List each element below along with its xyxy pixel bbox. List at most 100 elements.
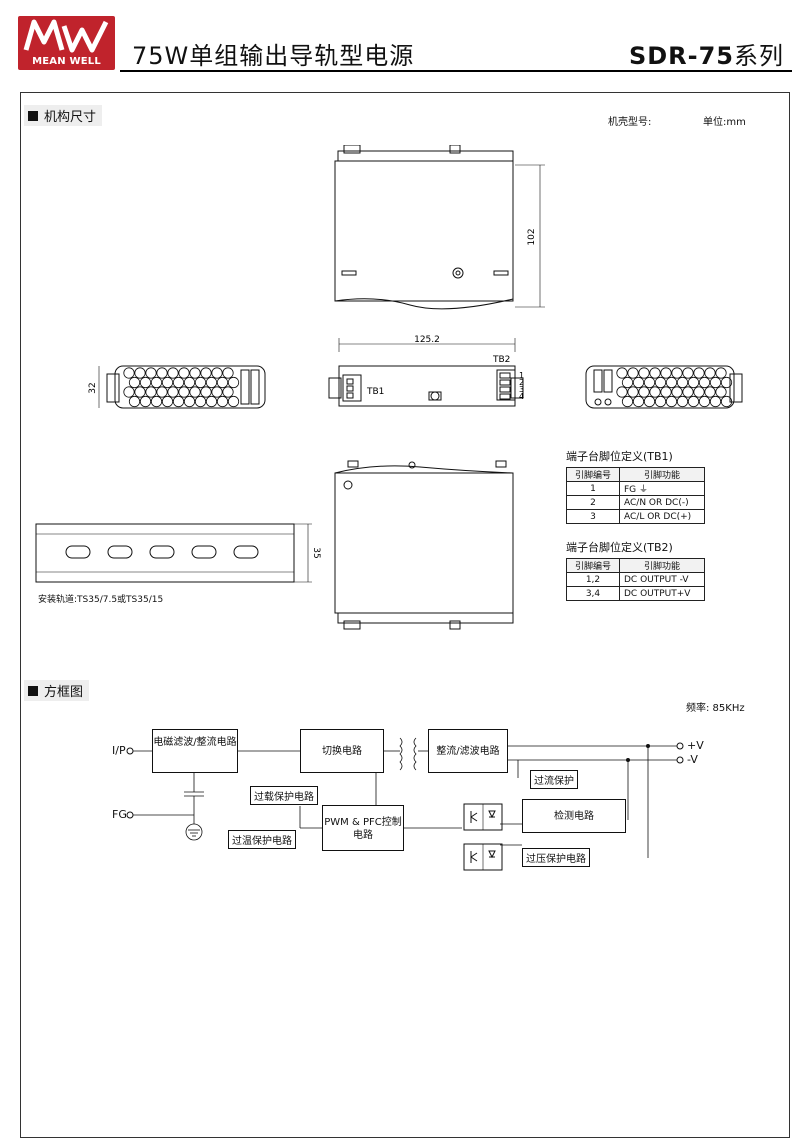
vent-hole bbox=[621, 376, 634, 389]
front-view-drawing: 125.2 TB1 TB2 1 2 3 4 bbox=[328, 335, 524, 407]
vent-hole bbox=[189, 367, 201, 379]
vent-hole bbox=[161, 395, 174, 408]
vent-hole bbox=[693, 386, 705, 398]
mw-logo-mark-icon bbox=[23, 19, 109, 53]
vent-hole bbox=[654, 376, 667, 389]
optocoupler-1-icon bbox=[463, 803, 503, 831]
case-label: 机壳型号: bbox=[608, 117, 652, 128]
vent-hole bbox=[222, 367, 234, 379]
vent-hole bbox=[649, 386, 661, 398]
vent-hole bbox=[676, 395, 689, 408]
vent-hole bbox=[709, 395, 722, 408]
content-frame bbox=[20, 92, 790, 1138]
vent-hole bbox=[698, 395, 711, 408]
vent-hole bbox=[178, 367, 190, 379]
vent-hole bbox=[621, 395, 634, 408]
ip-label: I/P bbox=[112, 744, 126, 757]
vent-hole bbox=[643, 376, 656, 389]
vent-hole bbox=[134, 386, 146, 398]
tb2-pin-4: 4 bbox=[519, 392, 524, 401]
left-end-view-drawing: 32 bbox=[88, 365, 266, 409]
header-rule bbox=[120, 70, 792, 72]
vent-hole bbox=[167, 386, 179, 398]
vent-hole bbox=[205, 376, 218, 389]
vent-hole bbox=[123, 367, 135, 379]
olp-block: 过载保护电路 bbox=[250, 786, 318, 805]
out-neg-label: -V bbox=[687, 753, 698, 766]
ocp-block: 过流保护 bbox=[530, 770, 578, 789]
vent-hole bbox=[671, 386, 683, 398]
vent-hole bbox=[150, 376, 163, 389]
vent-hole bbox=[709, 376, 722, 389]
vent-hole bbox=[632, 395, 645, 408]
dim-height: 102 bbox=[527, 228, 537, 245]
vent-hole bbox=[720, 376, 733, 389]
vent-hole bbox=[194, 376, 207, 389]
side-view-drawing: 102 bbox=[334, 145, 545, 310]
vent-hole bbox=[222, 386, 234, 398]
vent-hole bbox=[643, 395, 656, 408]
tb1-cell: 2 bbox=[566, 495, 620, 510]
vent-hole bbox=[665, 395, 678, 408]
block-section-title: 方框图 bbox=[24, 680, 90, 701]
square-bullet-icon bbox=[28, 685, 38, 696]
block-diagram-wires bbox=[126, 737, 684, 858]
vent-hole bbox=[216, 376, 229, 389]
vent-hole bbox=[715, 367, 727, 379]
vent-hole bbox=[128, 376, 141, 389]
vent-hole bbox=[638, 367, 650, 379]
vent-hole bbox=[172, 395, 185, 408]
vent-hole bbox=[156, 386, 168, 398]
vent-hole bbox=[627, 386, 639, 398]
vent-hole bbox=[665, 376, 678, 389]
tb1-cell: 1 bbox=[566, 481, 620, 496]
vent-hole bbox=[156, 367, 168, 379]
vent-hole bbox=[616, 386, 628, 398]
series-model: SDR-75 bbox=[628, 42, 734, 70]
vent-hole bbox=[227, 376, 240, 389]
mechanical-section-title: 机构尺寸 bbox=[24, 105, 103, 126]
vent-hole bbox=[139, 395, 152, 408]
dim-width: 125.2 bbox=[414, 335, 440, 345]
vent-hole bbox=[161, 376, 174, 389]
rectifier-block: 整流/滤波电路 bbox=[428, 729, 508, 773]
vent-hole bbox=[676, 376, 689, 389]
vent-hole bbox=[150, 395, 163, 408]
vent-hole bbox=[649, 367, 661, 379]
mechanical-title-text: 机构尺寸 bbox=[44, 110, 97, 125]
vent-hole bbox=[123, 386, 135, 398]
vent-hole bbox=[660, 386, 672, 398]
vent-hole bbox=[216, 395, 229, 408]
vent-hole bbox=[660, 367, 672, 379]
vent-hole bbox=[632, 376, 645, 389]
vent-hole bbox=[178, 386, 190, 398]
vent-hole bbox=[194, 395, 207, 408]
tb2-pin-1: 1 bbox=[519, 371, 524, 380]
vent-hole bbox=[616, 367, 628, 379]
tb1-header-pin: 引脚编号 bbox=[566, 467, 620, 482]
vent-hole bbox=[682, 367, 694, 379]
tb1-label: TB1 bbox=[366, 387, 384, 397]
rail-caption: 安装轨道:TS35/7.5或TS35/15 bbox=[38, 595, 164, 605]
logo-text: MEAN WELL bbox=[32, 56, 101, 67]
tb2-header-func: 引脚功能 bbox=[619, 558, 705, 573]
tb2-cell: 1,2 bbox=[566, 572, 620, 587]
vent-hole bbox=[139, 376, 152, 389]
bottom-view-drawing bbox=[334, 460, 514, 630]
tb2-header-pin: 引脚编号 bbox=[566, 558, 620, 573]
out-pos-label: +V bbox=[687, 739, 704, 752]
tb1-header-func: 引脚功能 bbox=[619, 467, 705, 482]
vent-hole bbox=[128, 395, 141, 408]
fg-label: FG bbox=[112, 808, 127, 821]
square-bullet-icon bbox=[28, 110, 38, 121]
vent-hole bbox=[687, 395, 700, 408]
vent-hole bbox=[211, 367, 223, 379]
